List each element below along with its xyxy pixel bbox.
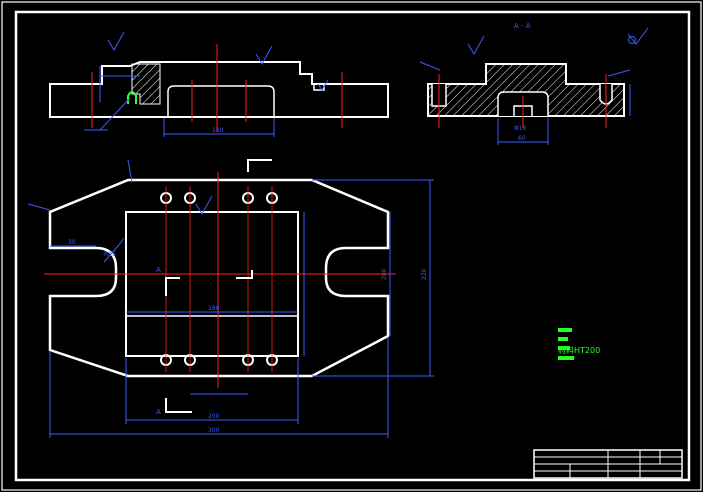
- note-mark-1: [558, 328, 572, 332]
- front-view-hatch: [131, 63, 161, 105]
- roughness-symbol-1: [107, 31, 125, 51]
- section-marker-mid-r: [236, 270, 253, 279]
- roughness-symbol-2: [255, 45, 273, 65]
- roughness-symbol-6: [195, 195, 213, 215]
- material-notes: 材料HT200: [558, 328, 600, 360]
- view-marker-a: A: [156, 266, 161, 274]
- front-view: 120: [49, 31, 389, 137]
- front-dim-slot-label: 120: [212, 127, 224, 134]
- plan-dim-height-inner: 200: [381, 268, 388, 280]
- title-block: [533, 449, 683, 479]
- roughness-symbol-5: [627, 27, 649, 45]
- note-line-3: 材料HT200: [558, 345, 600, 355]
- section-marker-top: [247, 159, 272, 172]
- inner-frame: [14, 10, 691, 482]
- plan-view: A A 180 200 300 200 220 30 R15: [27, 159, 434, 438]
- section-outline: [427, 63, 625, 117]
- plan-dim-height-outer: 220: [421, 268, 428, 280]
- section-leader-2: [607, 69, 631, 77]
- note-mark-3: [558, 346, 570, 350]
- plan-dim-left-label: 30: [68, 239, 76, 246]
- plan-outline: [48, 178, 390, 378]
- plan-dim-mid-label: 200: [208, 413, 220, 420]
- section-leader-1: [419, 61, 441, 71]
- plan-dim-inner-label: 180: [208, 305, 220, 312]
- front-view-slot: [167, 85, 275, 117]
- section-marker-mid-l: [165, 277, 180, 296]
- section-label: A - A: [514, 22, 531, 30]
- roughness-circle: [628, 36, 636, 44]
- plan-inner-rect: [125, 211, 299, 357]
- note-mark-2: [558, 337, 568, 341]
- front-view-groove: [127, 91, 137, 104]
- front-leader: [99, 97, 131, 131]
- plan-leader-3: [103, 237, 125, 263]
- view-marker-a-2: A: [156, 408, 161, 416]
- section-marker-bottom: [165, 398, 192, 413]
- section-dim-label: 60: [518, 135, 526, 142]
- section-view: A - A 60 Φ16: [419, 22, 649, 145]
- plan-dim-total-label: 300: [208, 427, 220, 434]
- plan-leader-1: [27, 203, 51, 211]
- front-view-outline: [49, 61, 389, 118]
- section-hole-label: Φ16: [514, 125, 527, 132]
- note-mark-4: [558, 356, 574, 360]
- roughness-symbol-3: [317, 79, 329, 91]
- roughness-symbol-4: [467, 35, 485, 55]
- plan-leader-2: [127, 159, 133, 183]
